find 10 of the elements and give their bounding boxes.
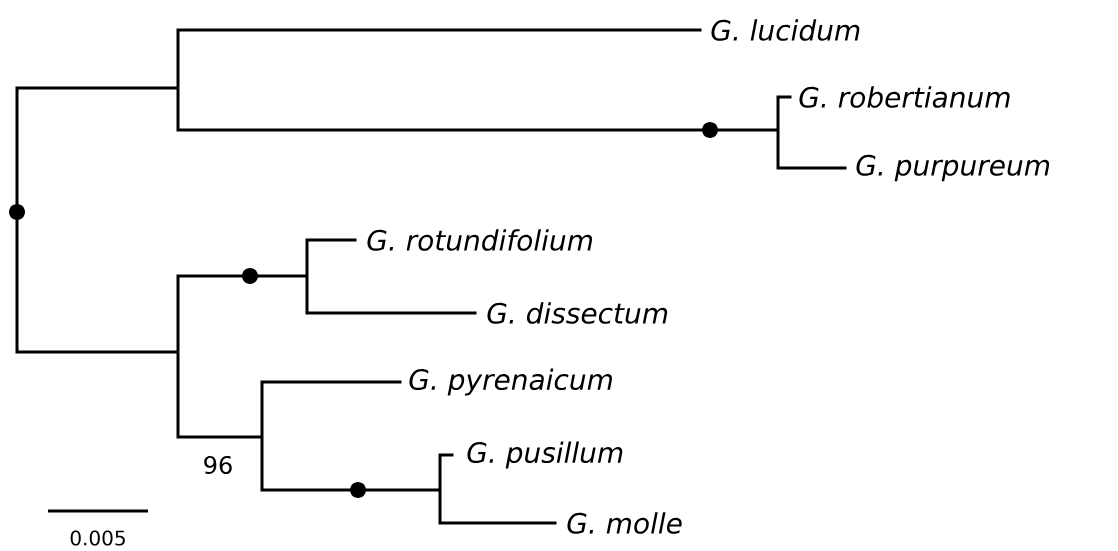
- taxon-label: G. molle: [567, 512, 682, 534]
- taxon-label: G. purpureum: [856, 154, 1050, 182]
- support-value: 96: [204, 455, 232, 475]
- taxon-label: G. pyrenaicum: [409, 368, 612, 396]
- scale-label: 0.005: [70, 530, 125, 546]
- taxon-label: G. robertianum: [799, 86, 1010, 108]
- taxon-label: G. dissectum: [487, 302, 668, 324]
- taxon-label: G. lucidum: [711, 19, 860, 41]
- taxon-label: G. rotundifolium: [367, 229, 593, 251]
- taxon-label: G. pusillum: [467, 441, 623, 469]
